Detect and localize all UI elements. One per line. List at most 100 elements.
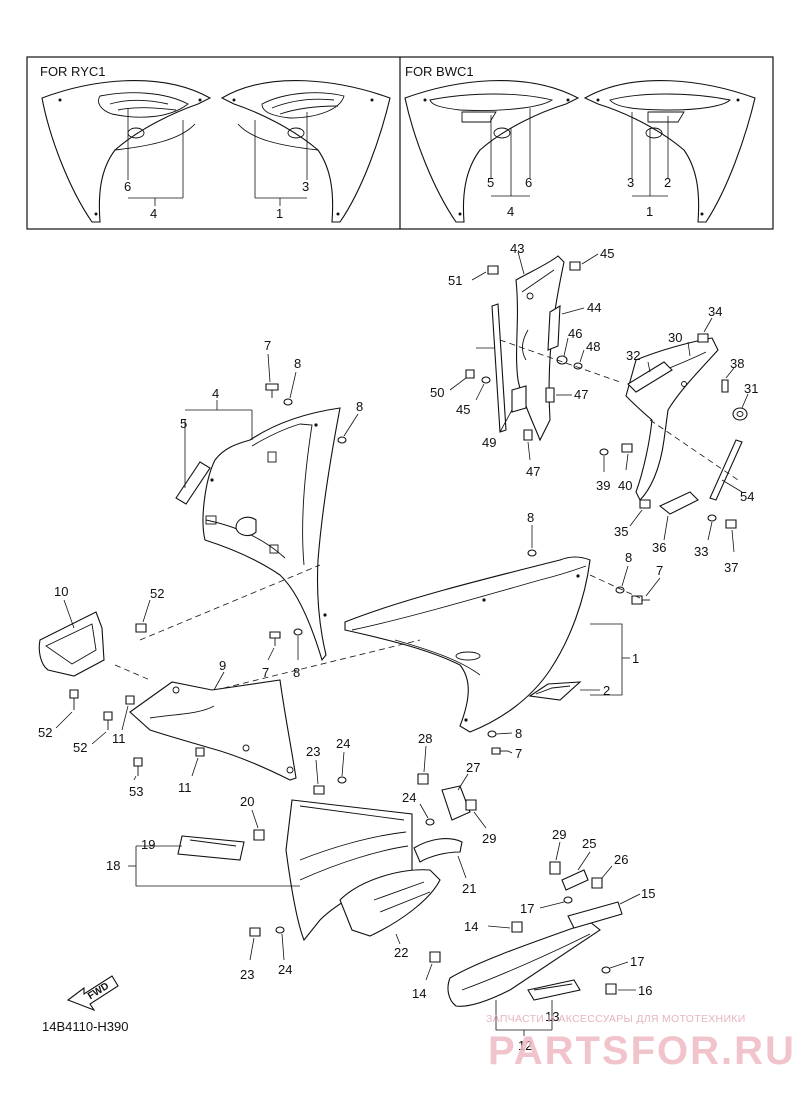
callout-24: 24 xyxy=(402,790,416,805)
washer-24 xyxy=(275,926,285,934)
callout-3: 3 xyxy=(627,175,634,190)
callout-24: 24 xyxy=(336,736,350,751)
washer-39 xyxy=(599,448,609,456)
callout-44: 45 xyxy=(600,246,614,261)
callout-31: 31 xyxy=(744,381,758,396)
callout-13: 13 xyxy=(545,1009,559,1024)
callout-27: 27 xyxy=(466,760,480,775)
callout-8: 8 xyxy=(527,510,534,525)
washer-8 xyxy=(527,549,537,557)
callout-8: 8 xyxy=(515,726,522,741)
washer-8 xyxy=(615,586,625,594)
callout-11: 11 xyxy=(178,780,192,795)
washer-33 xyxy=(707,514,717,522)
callout-3: 3 xyxy=(302,179,309,194)
holder-36 xyxy=(658,491,699,515)
callout-2: 2 xyxy=(664,175,671,190)
inset-title-ryc1: FOR RYC1 xyxy=(40,64,106,79)
clip-20 xyxy=(253,829,265,841)
clip-29 xyxy=(465,799,477,811)
strip-54 xyxy=(491,303,507,433)
inset-title-bwc1: FOR BWC1 xyxy=(405,64,474,79)
screw-7 xyxy=(491,747,501,755)
grommet-45 xyxy=(523,429,533,441)
washer-43 xyxy=(481,376,491,384)
callout-38: 38 xyxy=(730,356,744,371)
callout-12: 12 xyxy=(518,1038,532,1053)
callout-45: 46 xyxy=(568,326,582,341)
washer-8 xyxy=(283,398,293,406)
part-15 xyxy=(567,901,623,929)
screw-23 xyxy=(313,785,325,795)
washer-17 xyxy=(601,966,611,974)
rivet-11 xyxy=(195,747,205,757)
callout-15: 15 xyxy=(641,886,655,901)
callout-5: 5 xyxy=(180,416,187,431)
callout-17: 17 xyxy=(630,954,644,969)
strip-42 xyxy=(547,304,561,351)
screw-37 xyxy=(725,519,737,529)
watermark-logo-text: PARTSFOR.RU xyxy=(488,1029,796,1073)
callout-20: 20 xyxy=(240,794,254,809)
callout-9: 9 xyxy=(219,658,226,673)
bracket-10 xyxy=(38,611,105,677)
callout-6: 6 xyxy=(525,175,532,190)
callout-11: 11 xyxy=(112,731,126,746)
washer-24 xyxy=(425,818,435,826)
bolt-52 xyxy=(69,689,79,699)
damper-48 xyxy=(545,387,555,403)
rivet-11 xyxy=(125,695,135,705)
callout-10: 10 xyxy=(54,584,68,599)
washer-24 xyxy=(337,776,347,784)
callout-52: 53 xyxy=(129,784,143,799)
callout-17: 17 xyxy=(520,901,534,916)
callout-43: 45 xyxy=(456,402,470,417)
callout-52: 52 xyxy=(38,725,52,740)
nut-34 xyxy=(697,333,709,343)
callout-8: 8 xyxy=(293,665,300,680)
rubber-21 xyxy=(413,838,463,863)
nut-14 xyxy=(429,951,441,963)
screw-7-top xyxy=(265,353,279,398)
callout-14: 14 xyxy=(412,986,426,1001)
bracket-27 xyxy=(441,785,471,821)
watermark-logo: ЗАПЧАСТИ И АКСЕССУАРЫ ДЛЯ МОТОТЕХНИКИ PA… xyxy=(486,1013,796,1073)
callout-49: 50 xyxy=(430,385,444,400)
callout-50: 51 xyxy=(448,273,462,288)
callout-47: 49 xyxy=(482,435,496,450)
screw-28 xyxy=(417,773,429,785)
clip-47 xyxy=(511,385,527,413)
callout-18: 18 xyxy=(106,858,120,873)
inner-panel-9 xyxy=(129,679,297,781)
screw-16 xyxy=(605,983,617,995)
callout-16: 16 xyxy=(638,983,652,998)
callout-8: 8 xyxy=(356,399,363,414)
nut-35 xyxy=(639,499,651,509)
callout-37: 37 xyxy=(724,560,738,575)
washer-17 xyxy=(563,896,573,904)
bolt-52 xyxy=(103,711,113,721)
callout-46: 48 xyxy=(586,339,600,354)
callout-7: 7 xyxy=(264,338,271,353)
callout-33: 33 xyxy=(694,544,708,559)
callout-8: 8 xyxy=(294,356,301,371)
cover-32 xyxy=(627,361,673,393)
callout-26: 26 xyxy=(614,852,628,867)
grommet-51 xyxy=(135,623,147,633)
callout-30: 30 xyxy=(668,330,682,345)
callout-1: 1 xyxy=(276,206,283,221)
callout-6: 6 xyxy=(124,179,131,194)
callout-36: 36 xyxy=(652,540,666,555)
callout-29: 29 xyxy=(482,831,496,846)
callout-52: 52 xyxy=(73,740,87,755)
callout-7: 7 xyxy=(262,665,269,680)
callout-8: 8 xyxy=(625,550,632,565)
callout-4: 4 xyxy=(212,386,219,401)
screw-7 xyxy=(269,631,281,639)
lower-cowl-12 xyxy=(447,921,601,1007)
callout-40-label: 40 xyxy=(618,478,632,493)
bracket-25 xyxy=(561,869,589,891)
callout-24: 24 xyxy=(278,962,292,977)
inset-bwc1-right-cowl xyxy=(583,80,756,223)
decal-19 xyxy=(177,835,245,861)
